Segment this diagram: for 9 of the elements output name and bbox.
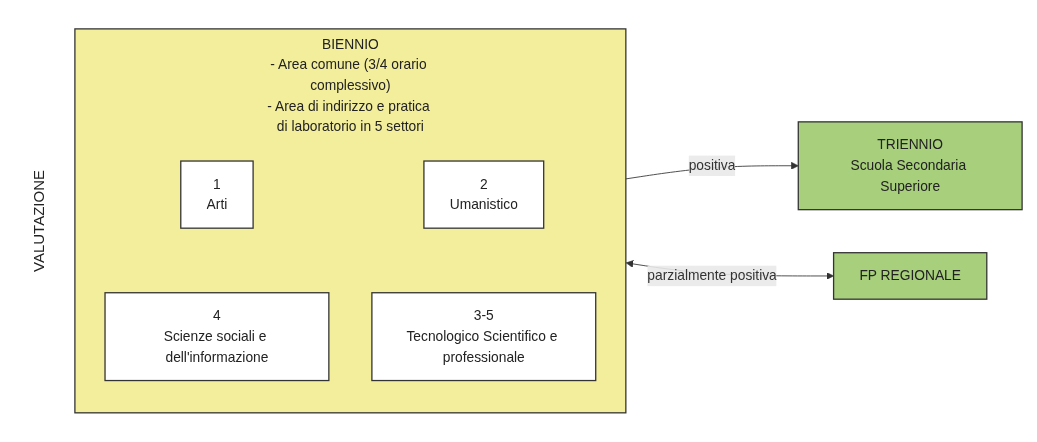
node-box: FP REGIONALE (832, 252, 988, 300)
edge-label: positiva (688, 158, 736, 173)
node-box: 4 Scienze sociali e dell'informazione (104, 292, 330, 382)
node-box: 2 Umanistico (423, 160, 545, 229)
vertical-label: VALUTAZIONE (29, 170, 47, 272)
node-box: TRIENNIO Scuola Secondaria Superiore (797, 121, 1023, 211)
edge-label: parzialmente positiva (647, 268, 777, 283)
node-box: 3-5 Tecnologico Scientifico e professionale (371, 292, 597, 382)
node-box: 1 Arti (180, 160, 254, 229)
